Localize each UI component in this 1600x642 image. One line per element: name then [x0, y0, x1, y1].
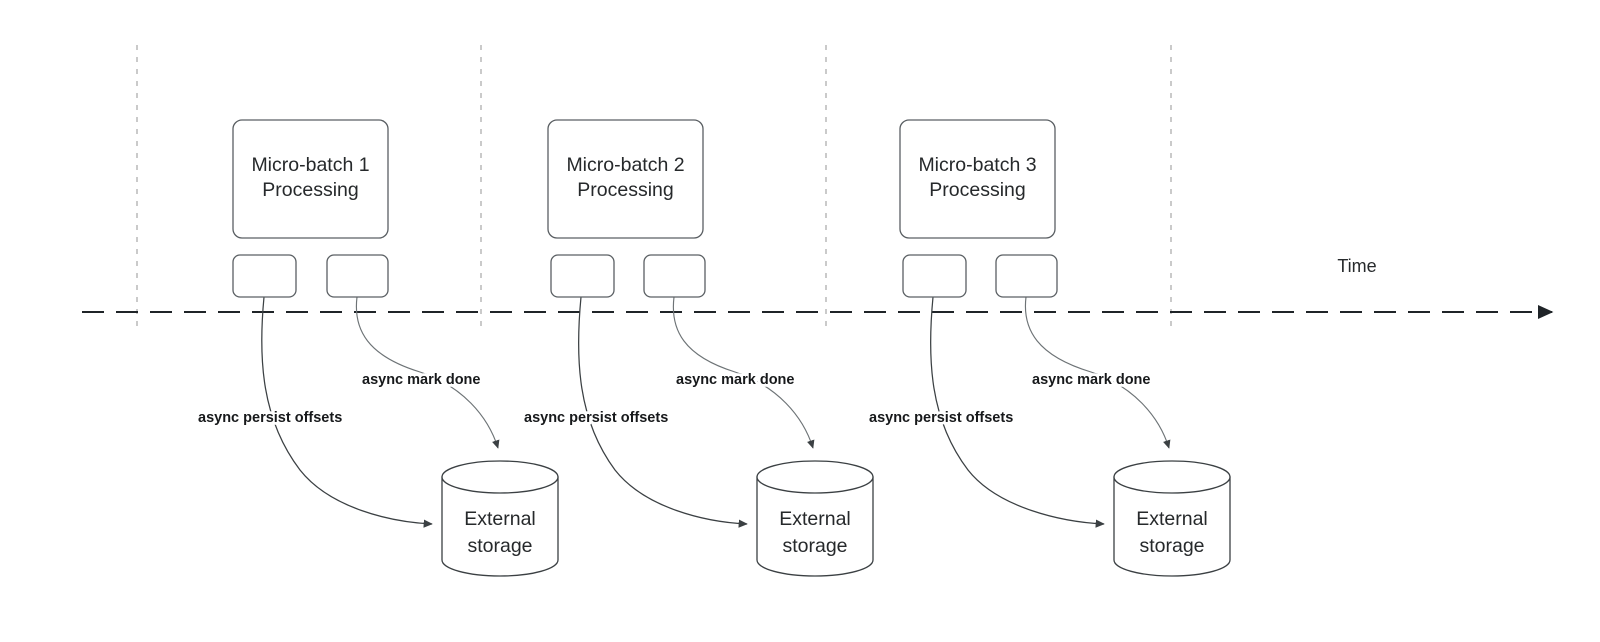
external-storage-2-body[interactable]: [756, 476, 874, 577]
micro-batch-group-1: Micro-batch 1 Processing External storag…: [195, 119, 559, 577]
external-storage-3-top: [1113, 460, 1231, 494]
external-storage-2-label-line2: storage: [782, 535, 847, 557]
external-storage-cylinder-2[interactable]: External storage: [756, 460, 874, 577]
micro-batch-group-2: Micro-batch 2 Processing External storag…: [521, 119, 874, 577]
external-storage-cylinder-1[interactable]: External storage: [441, 460, 559, 577]
external-storage-3-body[interactable]: [1113, 476, 1231, 577]
external-storage-1-body[interactable]: [441, 476, 559, 577]
external-storage-2-label-line1: External: [779, 508, 851, 530]
external-storage-3-label-line1: External: [1136, 508, 1208, 530]
micro-batch-box-1-label-line1: Micro-batch 1: [251, 154, 369, 176]
edge-label-async-mark-done-3: async mark done: [1032, 372, 1150, 388]
persist-offsets-curve-1: [261, 296, 433, 528]
external-storage-2-top: [756, 460, 874, 494]
edge-label-async-persist-offsets-2: async persist offsets: [524, 410, 668, 426]
mark-done-curve-1: [355, 296, 500, 449]
micro-batch-box-2-rect[interactable]: [547, 119, 704, 239]
persist-offsets-curve-2: [578, 296, 748, 528]
micro-batch-box-2-label-line2: Processing: [577, 179, 673, 201]
edge-label-async-mark-done-1: async mark done: [362, 372, 480, 388]
micro-batch-box-1[interactable]: Micro-batch 1 Processing: [232, 119, 389, 239]
mark-done-task-box-3[interactable]: [995, 254, 1058, 298]
edge-label-async-persist-offsets-1: async persist offsets: [198, 410, 342, 426]
edge-label-async-mark-done-2: async mark done: [676, 372, 794, 388]
micro-batch-box-3-rect[interactable]: [899, 119, 1056, 239]
micro-batch-box-3-label-line2: Processing: [929, 179, 1025, 201]
micro-batch-box-2[interactable]: Micro-batch 2 Processing: [547, 119, 704, 239]
persist-offsets-curve-3: [930, 296, 1105, 528]
micro-batch-group-3: Micro-batch 3 Processing External storag…: [866, 119, 1231, 577]
external-storage-3-label-line2: storage: [1139, 535, 1204, 557]
external-storage-cylinder-3[interactable]: External storage: [1113, 460, 1231, 577]
time-axis-label: Time: [1337, 256, 1376, 276]
edge-label-async-persist-offsets-3: async persist offsets: [869, 410, 1013, 426]
persist-offsets-task-box-1[interactable]: [232, 254, 297, 298]
time-axis: Time: [82, 256, 1554, 319]
mark-done-task-box-2[interactable]: [643, 254, 706, 298]
micro-batch-box-3-label-line1: Micro-batch 3: [918, 154, 1036, 176]
persist-offsets-task-box-2[interactable]: [550, 254, 615, 298]
external-storage-1-label-line1: External: [464, 508, 536, 530]
micro-batch-box-3[interactable]: Micro-batch 3 Processing: [899, 119, 1056, 239]
micro-batch-box-1-rect[interactable]: [232, 119, 389, 239]
micro-batch-box-2-label-line1: Micro-batch 2: [566, 154, 684, 176]
external-storage-1-label-line2: storage: [467, 535, 532, 557]
persist-offsets-task-box-3[interactable]: [902, 254, 967, 298]
micro-batch-box-1-label-line2: Processing: [262, 179, 358, 201]
mark-done-curve-2: [672, 296, 815, 449]
external-storage-1-top: [441, 460, 559, 494]
mark-done-curve-3: [1024, 296, 1171, 449]
mark-done-task-box-1[interactable]: [326, 254, 389, 298]
